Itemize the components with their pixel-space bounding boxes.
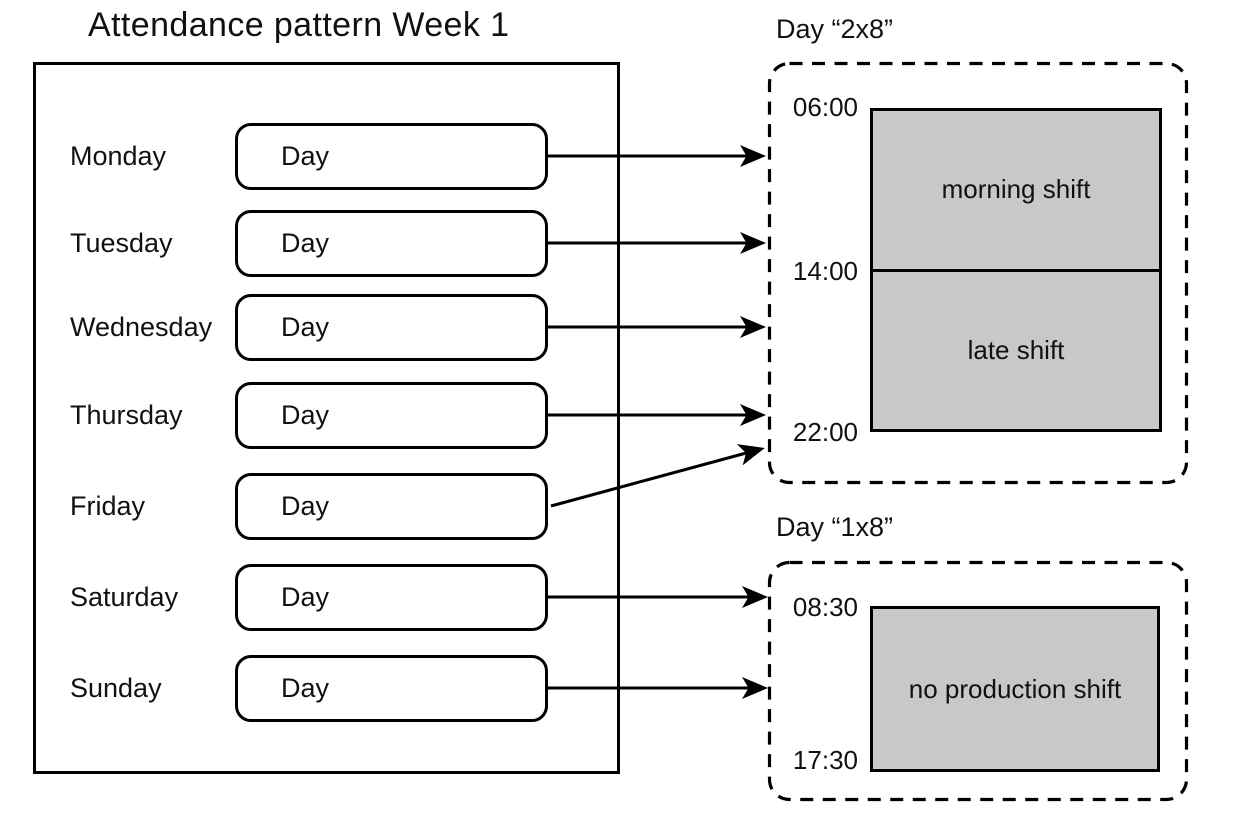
diagram-title: Attendance pattern Week 1 [88, 6, 510, 44]
day-box-label: Day [281, 400, 330, 430]
day-box-wednesday: Day [235, 294, 548, 361]
day-box-label: Day [281, 673, 330, 703]
day-label-monday: Monday [70, 141, 167, 171]
day-label-thursday: Thursday [70, 400, 183, 430]
pattern-2x8-shift-blocks: morning shift late shift [870, 108, 1162, 432]
pattern-1x8-shift-blocks: no production shift [870, 606, 1160, 772]
time-label-0830: 08:30 [792, 592, 858, 622]
pattern-1x8-title: Day “1x8” [776, 512, 894, 542]
shift-label: late shift [967, 334, 1065, 365]
day-box-label: Day [281, 141, 330, 171]
day-box-sunday: Day [235, 655, 548, 722]
day-box-label: Day [281, 582, 330, 612]
day-label-friday: Friday [70, 491, 146, 521]
time-label-2200: 22:00 [792, 417, 858, 447]
time-label-1730: 17:30 [792, 745, 858, 775]
day-box-monday: Day [235, 123, 548, 190]
day-box-tuesday: Day [235, 210, 548, 277]
week-panel-box [33, 62, 620, 774]
time-label-0600: 06:00 [792, 92, 858, 122]
day-box-label: Day [281, 491, 330, 521]
day-label-tuesday: Tuesday [70, 228, 173, 258]
shift-label: morning shift [941, 174, 1091, 205]
time-label-1400: 14:00 [792, 256, 858, 286]
shift-label: no production shift [908, 673, 1122, 704]
pattern-2x8-title: Day “2x8” [776, 14, 894, 44]
shift-block-late: late shift [873, 268, 1159, 429]
day-label-wednesday: Wednesday [70, 312, 213, 342]
shift-block-morning: morning shift [873, 111, 1159, 269]
day-box-saturday: Day [235, 564, 548, 631]
shift-block-no-production: no production shift [873, 609, 1157, 769]
day-label-saturday: Saturday [70, 582, 179, 612]
day-box-label: Day [281, 228, 330, 258]
day-box-thursday: Day [235, 382, 548, 449]
day-box-friday: Day [235, 473, 548, 540]
day-label-sunday: Sunday [70, 673, 162, 703]
day-box-label: Day [281, 312, 330, 342]
